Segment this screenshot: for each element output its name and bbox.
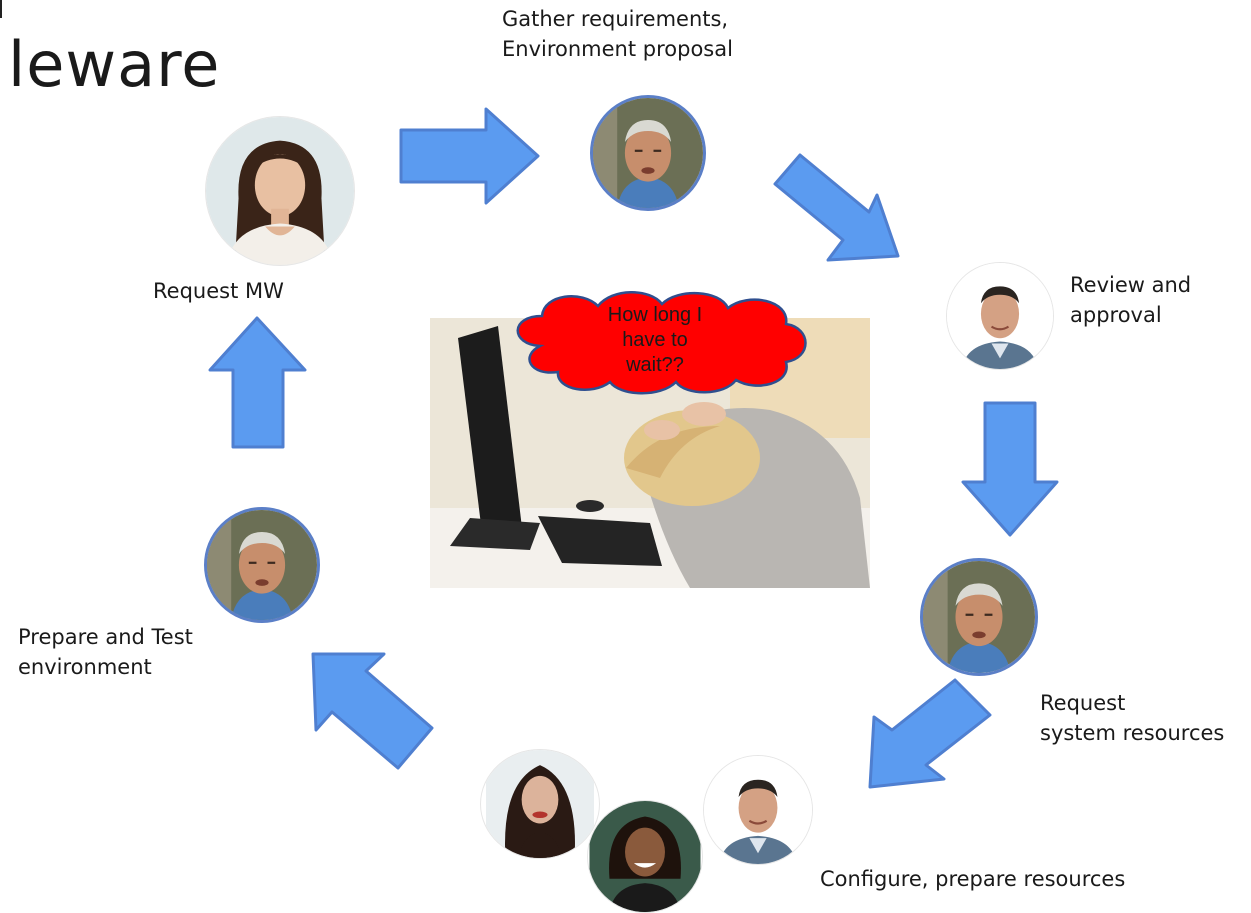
step-label-gather: Gather requirements, Environment proposa… bbox=[502, 7, 733, 61]
avatar-team-member-3 bbox=[703, 755, 813, 865]
frustrated-user-photo bbox=[430, 318, 870, 588]
avatar-architect-left bbox=[204, 507, 320, 623]
avatar-reviewer bbox=[946, 262, 1054, 370]
arrow-down-right-icon bbox=[773, 153, 900, 262]
thought-cloud bbox=[516, 291, 807, 395]
avatar-architect-right bbox=[920, 558, 1038, 676]
step-label-prepare-test: Prepare and Test environment bbox=[18, 625, 193, 679]
arrow-up-left-icon bbox=[311, 652, 434, 770]
corner-mark bbox=[0, 0, 2, 18]
avatar-team-member-2 bbox=[587, 800, 703, 913]
avatar-team-member-1 bbox=[480, 749, 600, 859]
arrow-right-icon bbox=[399, 107, 540, 205]
arrow-down-icon bbox=[961, 401, 1059, 537]
avatar-requester bbox=[205, 116, 355, 266]
step-label-request-mw: Request MW bbox=[153, 279, 284, 303]
callout-text: How long I have to wait?? bbox=[607, 304, 703, 376]
arrow-down-left-icon bbox=[868, 678, 992, 789]
step-label-request-resources: Request system resources bbox=[1040, 691, 1225, 745]
arrow-up-icon bbox=[208, 316, 307, 449]
slide-title-fragment: leware bbox=[8, 28, 221, 101]
step-label-review: Review and approval bbox=[1070, 273, 1192, 327]
step-label-configure: Configure, prepare resources bbox=[820, 867, 1126, 891]
avatar-architect-top bbox=[590, 95, 706, 211]
